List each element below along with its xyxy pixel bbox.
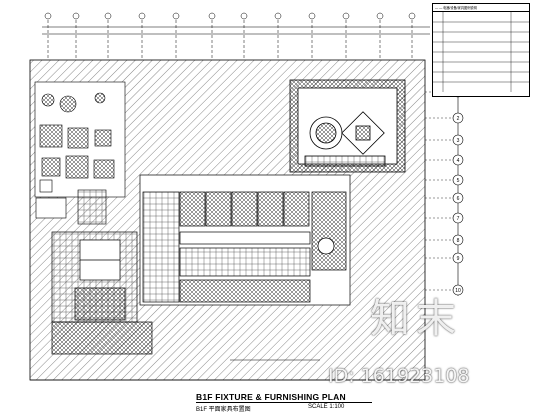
grid-bubble-top [208,12,216,20]
watermark-logo: 知末 [370,296,462,342]
grid-bubble-label: 9 [457,256,460,262]
grid-lines [44,12,416,60]
grid-bubble-label: 4 [457,158,460,164]
grid-bubble-top [72,12,80,20]
top-dimension-lines [42,26,430,35]
scale-label: SCALE 1:100 [308,404,345,410]
title-underline [196,402,372,403]
grid-bubble-label: 2 [457,116,460,122]
grid-bubble-label: 3 [457,138,460,144]
grid-bubble-top [376,12,384,20]
grid-bubble-top [172,12,180,20]
grid-bubble-right [452,154,464,166]
grid-bubble-right [452,112,464,124]
legend-rows [433,12,529,92]
bottom-lines [30,359,425,381]
grid-bubble-label: 7 [457,216,460,222]
grid-bubble-right [452,174,464,186]
furniture-zone-left [34,81,126,225]
grid-bubble-label: 8 [457,238,460,244]
core-block [51,231,153,355]
grid-bubble-label: 5 [457,178,460,184]
grid-bubble-top [240,12,248,20]
grid-bubbles: 12345678910 [425,86,464,296]
grid-bubble-right [452,134,464,146]
grid-bubble-top [342,12,350,20]
watermark-id: ID: 161923108 [328,365,470,387]
vip-room [289,79,406,173]
legend-header: — — 电器/设备/家具图例说明 [433,4,529,12]
legend-table: — — 电器/设备/家具图例说明 [432,3,530,97]
grid-bubble-right [452,252,464,264]
grid-bubble-top [308,12,316,20]
grid-bubble-label: 10 [455,288,461,294]
grid-bubble-top [104,12,112,20]
plan-title: B1F FIXTURE & FURNISHING PLAN [196,392,346,402]
grid-bubble-right [452,192,464,204]
grid-bubble-label: 6 [457,196,460,202]
grid-bubble-right [452,284,464,296]
grid-bubble-right [452,212,464,224]
grid-bubble-top [138,12,146,20]
grid-bubble-top [408,12,416,20]
grid-bubble-top [274,12,282,20]
grid-bubble-right [452,234,464,246]
central-lobby [139,174,351,306]
grid-bubble-top [44,12,52,20]
plan-subtitle: B1F 平面家具布置图 [196,407,251,413]
